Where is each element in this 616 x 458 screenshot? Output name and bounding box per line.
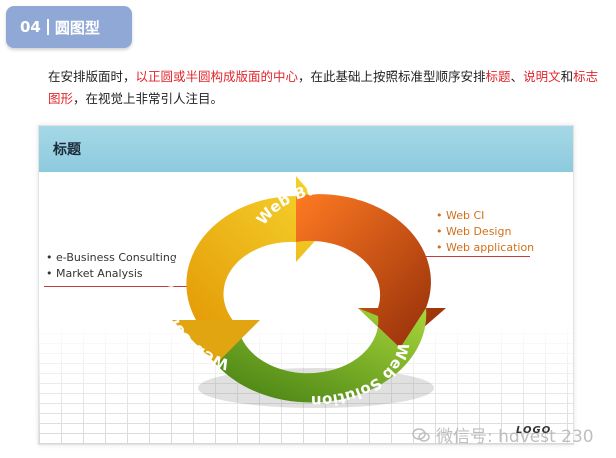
- logo-mark: LOGO: [516, 425, 552, 436]
- section-divider: [46, 19, 49, 35]
- intro-text-2: ，在此基础上按照标准型顺序安排: [298, 69, 486, 84]
- right-bullet-item: • Web CI: [436, 209, 485, 222]
- building-arrow: [296, 194, 446, 348]
- left-callout-line: [44, 286, 190, 287]
- slide-title: 标题: [53, 142, 81, 158]
- left-bullet-item: • Market Analysis: [46, 267, 143, 280]
- section-badge: 04 圆图型: [6, 6, 132, 48]
- intro-highlight-1: 以正圆或半圆构成版面的中心: [135, 69, 299, 84]
- intro-text-5: ，在视觉上非常引人注目。: [73, 91, 224, 106]
- intro-highlight-2: 标题: [485, 69, 511, 84]
- slide-header: 标题: [39, 126, 573, 172]
- cycle-diagram: Web Building Web Consulting Web Solution: [168, 176, 446, 410]
- right-bullet-item: • Web application: [436, 241, 535, 254]
- right-bullet-item: • Web Design: [436, 225, 512, 238]
- section-number: 04: [20, 18, 41, 36]
- left-bullet-list: • e-Business Consulting • Market Analysi…: [46, 250, 177, 282]
- intro-text-1: 在安排版面时，: [48, 69, 136, 84]
- intro-text-4: 和: [560, 69, 574, 84]
- intro-highlight-4: 标志图形: [48, 69, 599, 106]
- watermark-text: 微信号: hdvest 230: [436, 427, 594, 447]
- solution-arrow: [196, 308, 427, 403]
- wechat-icon: [412, 427, 430, 442]
- watermark: 微信号: hdvest 230: [412, 422, 594, 447]
- intro-highlight-3: 说明文: [523, 69, 561, 84]
- left-bullet-item: • e-Business Consulting: [46, 251, 177, 264]
- section-title: 圆图型: [54, 18, 100, 37]
- intro-paragraph: 在安排版面时，以正圆或半圆构成版面的中心，在此基础上按照标准型顺序安排标题、说明…: [48, 66, 610, 110]
- consulting-arrowhead: [172, 320, 260, 364]
- right-callout-line: [426, 256, 530, 257]
- right-bullet-list: • Web CI • Web Design • Web application: [436, 208, 534, 256]
- intro-text-3: 、: [510, 69, 524, 84]
